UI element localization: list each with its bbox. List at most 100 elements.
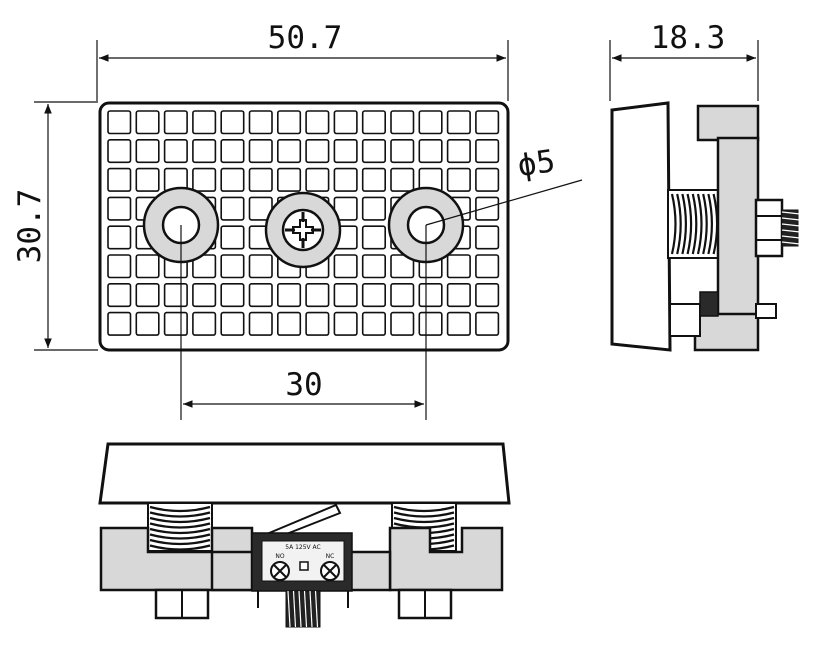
grid-cell	[248, 110, 273, 135]
grid-cell	[135, 167, 160, 192]
grid-cell	[276, 311, 302, 336]
grid-cell	[107, 254, 132, 279]
grid-cell	[475, 311, 500, 336]
grid-cell	[192, 311, 217, 336]
grid-cell	[475, 254, 500, 279]
grid-cell	[361, 110, 387, 135]
grid-cell	[220, 110, 245, 135]
top-view: 50.7 30.7 30 ϕ5	[12, 20, 583, 420]
grid-cell	[390, 254, 415, 279]
grid-cell	[446, 110, 471, 135]
grid-cell	[475, 282, 500, 308]
grid-cell	[220, 225, 245, 250]
grid-cell	[107, 311, 132, 336]
grid-cell	[361, 225, 387, 250]
grid-cell	[361, 167, 387, 192]
grid-cell	[361, 282, 387, 308]
switch-no-label: NO	[275, 553, 284, 560]
side-spring	[670, 193, 719, 255]
hole-diameter-dimension: ϕ5	[515, 143, 557, 184]
grid-cell	[446, 282, 471, 308]
side-nut	[754, 198, 784, 258]
grid-cell	[333, 139, 358, 164]
grid-cell	[418, 139, 443, 164]
grid-cell	[361, 311, 387, 336]
width-dimension: 50.7	[268, 20, 343, 56]
grid-cell	[163, 110, 188, 135]
grid-cell	[361, 139, 387, 164]
grid-cell	[475, 139, 500, 164]
grid-cell	[107, 167, 132, 192]
side-pad	[610, 101, 672, 352]
grid-cell	[220, 254, 245, 279]
grid-cell	[305, 282, 330, 308]
front-threaded-stud	[285, 590, 321, 628]
grid-cell	[276, 139, 302, 164]
grid-cell	[333, 311, 358, 336]
grid-cell	[390, 311, 415, 336]
grid-cell	[361, 196, 387, 221]
hole-spacing-dimension: 30	[285, 367, 322, 403]
grid-cell	[192, 282, 217, 308]
grid-cell	[248, 254, 273, 279]
switch-rating-label: 5A 125V AC	[285, 544, 320, 551]
side-bracket-body	[716, 136, 760, 318]
grid-cell	[135, 311, 160, 336]
grid-cell	[333, 167, 358, 192]
side-view: 18.3	[609, 20, 801, 352]
grid-cell	[418, 110, 443, 135]
grid-cell	[192, 110, 217, 135]
grid-cell	[390, 167, 415, 192]
grid-cell	[475, 167, 500, 192]
grid-cell	[276, 282, 302, 308]
grid-cell	[163, 282, 188, 308]
grid-cell	[418, 311, 443, 336]
grid-cell	[361, 254, 387, 279]
grid-cell	[333, 254, 358, 279]
side-bracket-top	[696, 104, 760, 142]
depth-dimension: 18.3	[651, 20, 726, 56]
grid-cell	[446, 311, 471, 336]
grid-cell	[305, 110, 330, 135]
grid-cell	[220, 167, 245, 192]
front-pad	[98, 442, 511, 505]
grid-cell	[305, 167, 330, 192]
grid-cell	[305, 139, 330, 164]
grid-cell	[135, 110, 160, 135]
grid-cell	[163, 311, 188, 336]
grid-cell	[135, 139, 160, 164]
grid-cell	[390, 282, 415, 308]
grid-cell	[305, 311, 330, 336]
grid-cell	[107, 225, 132, 250]
grid-cell	[192, 139, 217, 164]
grid-cell	[248, 311, 273, 336]
grid-cell	[248, 282, 273, 308]
grid-cell	[107, 139, 132, 164]
grid-cell	[220, 139, 245, 164]
side-threaded-stud	[781, 209, 801, 247]
grid-cell	[390, 139, 415, 164]
grid-cell	[248, 139, 273, 164]
hole-center	[264, 191, 342, 269]
grid-cell	[446, 167, 471, 192]
grid-cell	[418, 282, 443, 308]
grid-cell	[135, 254, 160, 279]
grid-cell	[192, 167, 217, 192]
grid-cell	[390, 110, 415, 135]
grid-cell	[107, 196, 132, 221]
grid-cell	[135, 282, 160, 308]
grid-cell	[276, 167, 302, 192]
switch-nc-label: NC	[326, 553, 335, 560]
side-bracket-bottom	[693, 312, 760, 352]
grid-cell	[107, 282, 132, 308]
grid-cell	[333, 110, 358, 135]
grid-cell	[276, 110, 302, 135]
grid-cell	[446, 139, 471, 164]
grid-cell	[220, 196, 245, 221]
height-dimension: 30.7	[12, 189, 48, 264]
grid-cell	[475, 110, 500, 135]
grid-cell	[107, 110, 132, 135]
grid-cell	[446, 254, 471, 279]
grid-cell	[220, 282, 245, 308]
